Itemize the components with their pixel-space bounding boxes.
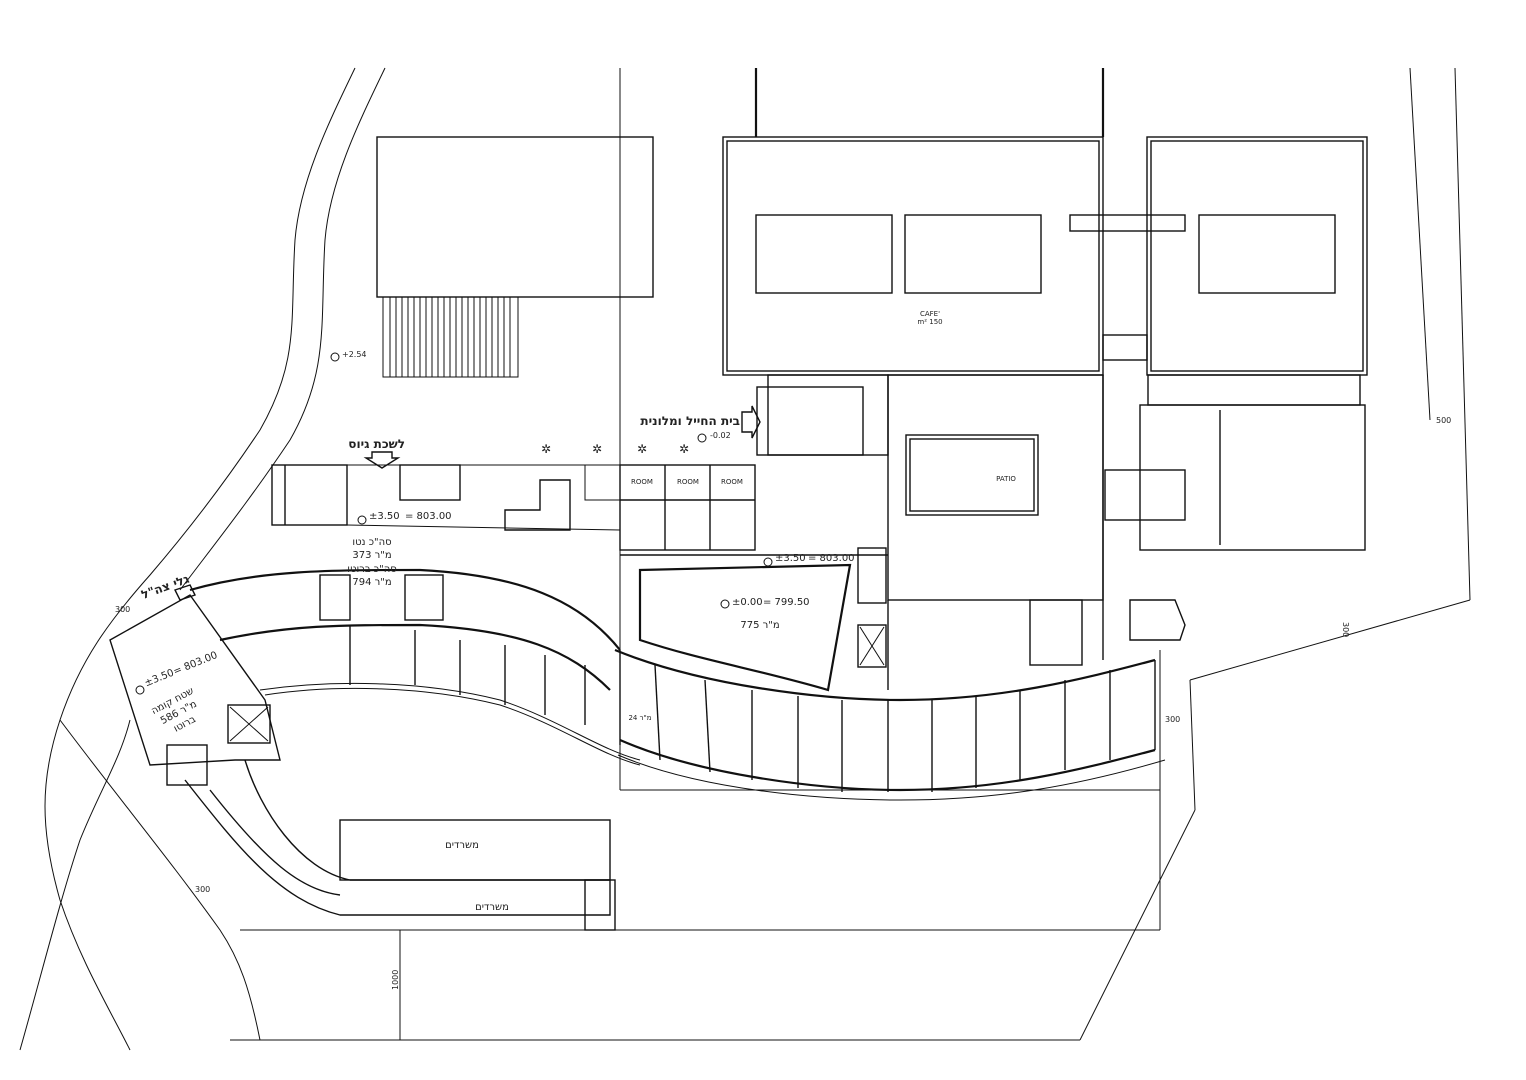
- svg-text:= 799.50: = 799.50: [763, 597, 810, 608]
- room-label-2: ROOM: [677, 478, 699, 486]
- svg-text:✲: ✲: [592, 442, 602, 456]
- svg-text:✲: ✲: [637, 442, 647, 456]
- room-label-3: ROOM: [721, 478, 743, 486]
- lishkat-giyus-label: לשכת גיוס: [348, 437, 405, 451]
- svg-text:= 803.00: = 803.00: [172, 650, 219, 678]
- dimension-300-right: 300: [1341, 622, 1350, 637]
- offices-label-1: משרדים: [445, 840, 479, 851]
- curved-room-wing: [614, 648, 1166, 801]
- level-marker-350-a: ±3.50 = 803.00: [357, 511, 452, 525]
- area-summary-left: סה"כ נטו 373 מ"ר סה"כ ברוטו 794 מ"ר: [347, 537, 396, 588]
- svg-text:±3.50: ±3.50: [775, 553, 806, 564]
- svg-text:±3.50: ±3.50: [143, 668, 176, 690]
- arrow-down-icon: [363, 451, 401, 469]
- dimension-300-bottom: 300: [195, 885, 210, 894]
- hall-area-label: 775 מ"ר: [740, 620, 779, 631]
- arrow-left-icon: [174, 584, 196, 601]
- level-marker-350-c: ±3.50 = 803.00: [135, 650, 219, 695]
- svg-text:= 803.00: = 803.00: [808, 553, 855, 564]
- dimension-300-mid: 300: [1165, 715, 1180, 724]
- upper-rooms: [271, 464, 756, 551]
- dimension-300-left: 300: [115, 605, 130, 614]
- cafe-area-label: m² 150: [917, 318, 942, 326]
- level-marker-254: +2.54: [330, 350, 367, 362]
- main-complex: [722, 68, 1368, 690]
- arrow-right-icon: [741, 405, 761, 439]
- left-office-wing: [109, 568, 641, 931]
- svg-text:±3.50: ±3.50: [369, 511, 400, 522]
- bleachers-hatch: [389, 297, 511, 377]
- room-label-1: ROOM: [631, 478, 653, 486]
- north-building: [376, 136, 654, 378]
- svg-text:-0.02: -0.02: [710, 431, 731, 440]
- room-area-label: 24 מ"ר: [628, 714, 651, 722]
- svg-text:✲: ✲: [679, 442, 689, 456]
- svg-text:סה"כ נטו: סה"כ נטו: [352, 537, 391, 548]
- svg-text:373 מ"ר: 373 מ"ר: [352, 550, 391, 561]
- central-hall: [620, 554, 888, 692]
- tree-icons: ✲ ✲ ✲ ✲: [541, 442, 689, 456]
- level-marker-002: -0.02: [697, 431, 731, 443]
- offices-label-2: משרדים: [475, 902, 509, 913]
- svg-text:±0.00: ±0.00: [732, 597, 763, 608]
- dimension-1000: 1000: [391, 970, 400, 990]
- cafe-label: CAFE': [920, 310, 940, 318]
- level-marker-350-b: ±3.50 = 803.00: [763, 553, 855, 567]
- area-summary-wing: שטח קומה 586 מ"ר ברוטו: [150, 686, 199, 735]
- svg-text:סה"כ ברוטו: סה"כ ברוטו: [347, 564, 396, 575]
- svg-text:= 803.00: = 803.00: [405, 511, 452, 522]
- svg-text:+2.54: +2.54: [342, 350, 367, 359]
- beit-hahayal-label: בית החייל ומלונית: [640, 414, 740, 428]
- patio-label: PATIO: [996, 475, 1016, 483]
- svg-text:✲: ✲: [541, 442, 551, 456]
- dimension-500: 500: [1436, 416, 1451, 425]
- svg-text:794 מ"ר: 794 מ"ר: [352, 577, 391, 588]
- level-marker-000: ±0.00 = 799.50: [720, 597, 810, 609]
